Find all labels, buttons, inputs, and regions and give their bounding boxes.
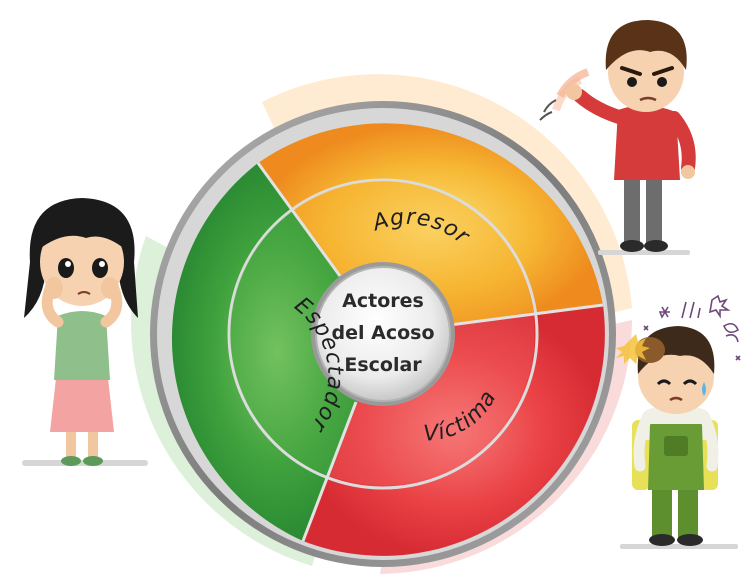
segment-espectador-outer[interactable] <box>171 163 383 541</box>
pain-stars-icon <box>643 294 741 361</box>
center-title-line2: del Acoso <box>332 322 435 344</box>
center-title-line3: Escolar <box>344 354 422 376</box>
center-hub <box>315 266 451 402</box>
segment-dividers <box>256 162 604 542</box>
center-title-line1: Actores <box>342 290 424 312</box>
inner-ring-outline <box>227 178 539 490</box>
boy-victim-icon <box>616 326 738 549</box>
boy-aggressor-icon <box>539 20 696 255</box>
segment-agresor-outer[interactable] <box>258 123 603 334</box>
girl-bystander-icon <box>22 198 148 466</box>
